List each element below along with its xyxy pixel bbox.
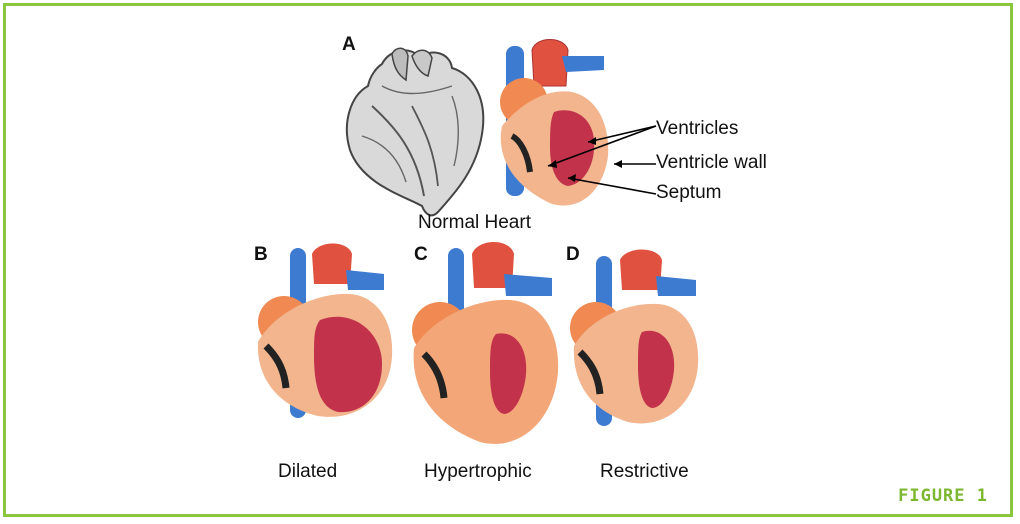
panel-letter-c: C [414, 244, 428, 266]
callout-septum: Septum [656, 182, 721, 204]
caption-restrictive: Restrictive [600, 461, 689, 483]
caption-normal-heart: Normal Heart [418, 212, 531, 234]
figure-number-label: FIGURE 1 [898, 486, 988, 506]
callout-ventricles: Ventricles [656, 118, 738, 140]
figure-frame: A B C D Normal Heart Dilated Hypertrophi… [3, 3, 1013, 517]
panel-letter-a: A [342, 34, 356, 56]
callout-arrows [526, 116, 666, 206]
normal-heart-exterior-illustration [342, 46, 492, 221]
caption-hypertrophic: Hypertrophic [424, 461, 532, 483]
caption-dilated: Dilated [278, 461, 337, 483]
panel-letter-d: D [566, 244, 580, 266]
dilated-heart-illustration [250, 238, 400, 428]
panel-letter-b: B [254, 244, 268, 266]
restrictive-heart-illustration [568, 246, 708, 436]
callout-ventricle-wall: Ventricle wall [656, 152, 767, 174]
hypertrophic-heart-illustration [406, 238, 566, 453]
